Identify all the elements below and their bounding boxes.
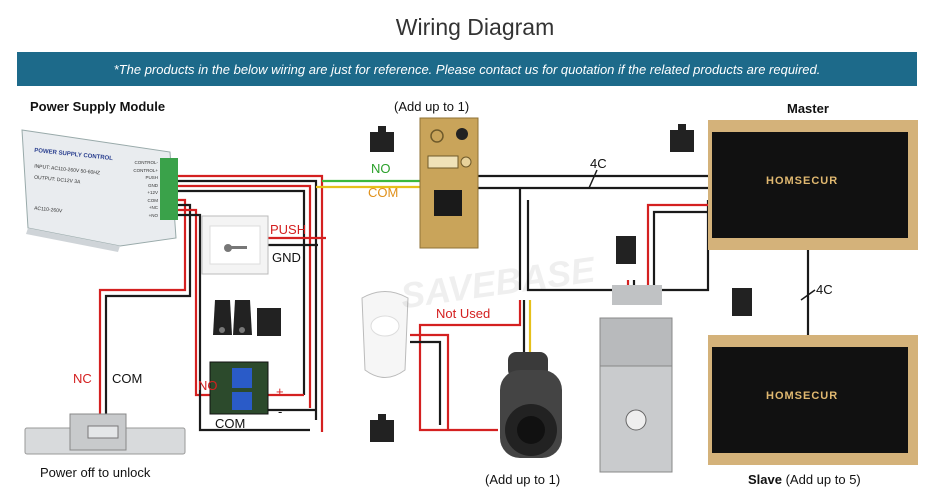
four-c-slash-right: [800, 289, 816, 301]
label-push: PUSH: [270, 222, 307, 237]
psu-terminal-label: +12V: [147, 190, 158, 195]
label-gnd: GND: [272, 250, 301, 265]
power-supply-module: [21, 129, 178, 252]
psu-terminal-label: PUSH: [145, 175, 158, 180]
rfid-card-icon-3: [370, 414, 394, 442]
psu-terminal-label: GND: [148, 182, 158, 188]
label-com-lock: COM: [112, 371, 143, 386]
remote-controls: [213, 300, 281, 336]
wire-camera-red: [418, 300, 522, 432]
psu-terminal-labels: CONTROL- CONTROL+ PUSH GND +12V COM +NC +NO: [128, 159, 158, 219]
label-add-up-1-top: (Add up to 1): [394, 99, 470, 114]
label-nc: NC: [73, 371, 92, 386]
slave-monitor: [708, 335, 918, 465]
pir-sensor: [361, 291, 409, 378]
label-add-up-1-bottom: (Add up to 1): [485, 472, 561, 487]
wire-lock-black: [104, 203, 192, 420]
relay-board: [209, 361, 269, 415]
notice-banner: *The products in the below wiring are ju…: [17, 52, 917, 86]
rfid-card-icon-4: [616, 236, 636, 264]
label-4c-right: 4C: [816, 282, 833, 297]
slave-brand-logo: HOMSECUR: [766, 390, 839, 402]
wire-relay-red: [178, 208, 210, 397]
label-com-relay: COM: [215, 416, 246, 431]
master-brand-logo: HOMSECUR: [766, 175, 839, 187]
key-icon: [224, 244, 232, 252]
master-monitor: [708, 120, 918, 250]
label-4c-top: 4C: [590, 156, 607, 171]
wire-psu-black-1: [178, 179, 318, 420]
rfid-card-icon-2: [670, 124, 694, 152]
wire-elock-black: [652, 210, 708, 300]
label-com: COM: [368, 185, 399, 200]
label-no: NO: [371, 161, 391, 176]
psu-terminal-label: +NO: [148, 212, 158, 218]
electric-rim-lock: [599, 285, 673, 473]
rfid-card-icon-5: [732, 288, 752, 316]
label-not-used: Not Used: [436, 306, 491, 321]
wire-lock-red: [98, 198, 187, 420]
label-slave: Slave (Add up to 5): [748, 472, 861, 487]
exit-button-device: [201, 215, 269, 275]
label-minus: -: [278, 404, 283, 419]
psu-terminal-label: CONTROL+: [133, 167, 158, 173]
door-station: [419, 117, 479, 249]
wire-elock-red: [646, 203, 708, 300]
label-slave-name: Slave: [748, 472, 782, 487]
label-no-relay: NO: [198, 378, 218, 393]
wire-psu-black-2: [178, 189, 306, 395]
wire-psu-red-2: [178, 184, 312, 408]
wire-psu-red-1: [178, 174, 324, 432]
label-power-off: Power off to unlock: [40, 465, 151, 480]
psu-terminal-label: +NC: [148, 205, 158, 210]
electric-strike-lock: [24, 413, 186, 455]
wire-relay-black: [178, 213, 310, 432]
wire-pir-red: [410, 333, 450, 430]
label-power-supply: Power Supply Module: [30, 99, 166, 114]
four-c-slash-top: [588, 169, 598, 189]
rfid-card-icon-1: [370, 126, 394, 152]
label-master: Master: [787, 101, 829, 116]
wire-pir-black: [410, 340, 442, 425]
psu-terminal-label: CONTROL-: [134, 160, 159, 165]
label-plus: +: [276, 384, 284, 399]
page-title: Wiring Diagram: [395, 14, 555, 40]
cctv-camera: [500, 352, 562, 458]
label-slave-suffix: (Add up to 5): [781, 472, 861, 487]
psu-terminal-label: COM: [147, 197, 159, 203]
